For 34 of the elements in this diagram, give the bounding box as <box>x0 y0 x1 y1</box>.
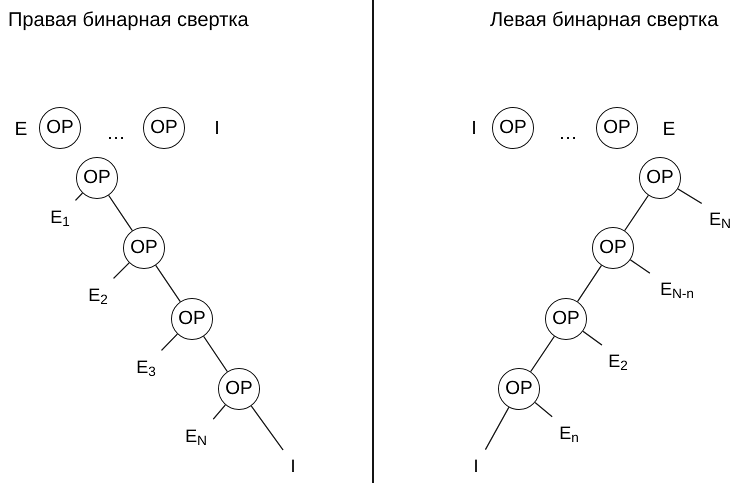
operand-label: E$_{3}$ <box>134 354 158 380</box>
connector-line <box>161 334 178 351</box>
connector-line <box>630 259 650 274</box>
sequence-label: I <box>470 117 478 141</box>
panel-heading: Левая бинарная свертка <box>490 8 720 32</box>
connector-line <box>212 404 226 420</box>
operand-label: E$_{N-n}$ <box>654 276 700 302</box>
panel-heading: Правая бинарная свертка <box>8 8 250 32</box>
connector-line <box>250 406 284 450</box>
sequence-label: I <box>213 117 221 141</box>
connector-line <box>113 262 130 279</box>
operand-label: I <box>469 454 483 478</box>
sequence-label: … <box>558 122 578 146</box>
connector-line <box>108 195 133 231</box>
operand-label: E$_{1}$ <box>48 204 72 230</box>
connector-line <box>582 330 602 346</box>
sequence-label: … <box>106 122 126 146</box>
connector-line <box>75 192 83 201</box>
connector-line <box>577 265 602 302</box>
connector-line <box>678 188 702 204</box>
connector-line <box>530 336 555 372</box>
connector-line <box>534 402 553 418</box>
operand-label: I <box>286 454 300 478</box>
connector-line <box>484 407 510 450</box>
operand-label: E$_{N}$ <box>182 423 210 449</box>
sequence-label: E <box>14 118 28 142</box>
operand-label: E$_{2}$ <box>606 348 630 374</box>
operand-label: E$_{N}$ <box>706 206 734 232</box>
connector-line <box>155 265 181 302</box>
operand-label: E$_{2}$ <box>86 282 110 308</box>
sequence-label: E <box>662 118 676 142</box>
operand-label: E$_{n}$ <box>556 420 582 446</box>
connector-line <box>203 336 228 372</box>
connector-line <box>624 195 649 231</box>
